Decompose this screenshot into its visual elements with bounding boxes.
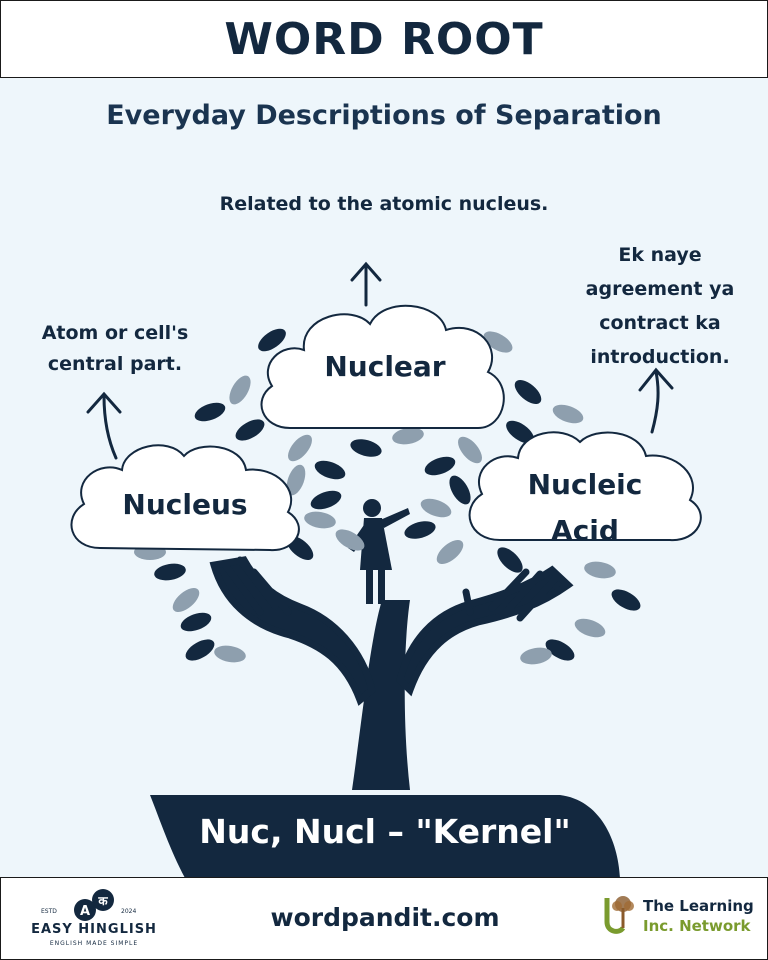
meaning-nucleic-acid: Ek naye agreement ya contract ka introdu… <box>560 238 760 374</box>
leaf <box>392 427 424 445</box>
speech-bubbles-icon: A क <box>74 889 114 921</box>
leaf <box>288 434 312 462</box>
leaf <box>483 331 513 353</box>
word-nucleic-acid: Nucleic Acid <box>490 462 680 554</box>
leaf <box>611 589 641 611</box>
page-title: WORD ROOT <box>224 13 544 65</box>
leaf <box>404 521 436 539</box>
cloud-left <box>70 444 300 552</box>
leaf <box>350 439 382 457</box>
right-hand <box>396 565 574 697</box>
leaf <box>229 375 251 405</box>
learning-inc-text: The Learning Inc. Network <box>643 896 754 936</box>
badge-a: A <box>80 904 90 919</box>
meaning-nucleus: Atom or cell's central part. <box>20 318 210 380</box>
meaning-nucleus-line1: Atom or cell's <box>41 322 189 344</box>
leaf <box>180 612 212 632</box>
arrows <box>86 261 674 460</box>
leaf <box>552 404 584 424</box>
leaf <box>310 490 342 510</box>
meaning-nucleus-line2: central part. <box>47 353 183 375</box>
word-root-label: Nuc, Nucl – "Kernel" <box>199 812 571 851</box>
tree-trunk <box>352 600 410 790</box>
badge-k: क <box>97 894 108 908</box>
leaf <box>214 645 246 663</box>
leaf <box>497 547 523 573</box>
easy-hinglish-logo: A क ESTD 2024 EASY HINGLISH ENGLISH MADE… <box>29 884 159 954</box>
leaf <box>194 402 226 422</box>
learning-inc-line2: Inc. Network <box>643 917 751 935</box>
leaf <box>420 498 452 518</box>
tree-logo-icon <box>604 896 634 934</box>
footer: A क ESTD 2024 EASY HINGLISH ENGLISH MADE… <box>0 877 768 960</box>
leaf <box>514 380 542 404</box>
meaning-nucleic-line3: contract ka <box>599 312 721 334</box>
cloud-right <box>468 431 702 542</box>
leaf <box>545 639 575 661</box>
leaf <box>154 563 186 581</box>
arrow-up-center <box>350 261 382 307</box>
website-link[interactable]: wordpandit.com <box>270 903 500 932</box>
meaning-nuclear: Related to the atomic nucleus. <box>219 193 549 215</box>
arrow-up-left <box>86 391 122 460</box>
leaf <box>258 328 286 352</box>
easy-hinglish-year: 2024 <box>121 908 137 915</box>
leaf <box>449 475 471 505</box>
root-base <box>150 795 620 878</box>
word-nucleus: Nucleus <box>122 488 248 521</box>
meaning-nucleic-line1: Ek naye <box>618 244 702 266</box>
leaf <box>172 588 200 612</box>
leaf <box>584 561 616 579</box>
easy-hinglish-estd: ESTD <box>41 908 57 915</box>
leaf <box>286 464 306 496</box>
leaf <box>304 511 336 529</box>
learning-inc-logo: The Learning Inc. Network <box>601 892 761 942</box>
leaf <box>424 456 456 476</box>
leaf <box>520 647 552 665</box>
easy-hinglish-name: EASY HINGLISH <box>31 922 157 937</box>
word-nucleic-line2: Acid <box>551 514 619 547</box>
left-hand <box>209 556 376 706</box>
child-silhouette <box>348 499 410 604</box>
cloud-center <box>260 304 505 429</box>
header-banner: WORD ROOT <box>0 0 768 78</box>
leaf <box>574 618 606 638</box>
arrow-up-right <box>638 367 674 434</box>
leaf <box>335 529 365 551</box>
word-nucleic-line1: Nucleic <box>527 468 643 501</box>
word-nuclear: Nuclear <box>324 350 446 383</box>
leaf <box>235 419 265 441</box>
leaf <box>506 420 534 444</box>
meaning-nucleic-line4: introduction. <box>590 346 730 368</box>
leaf <box>436 540 464 564</box>
easy-hinglish-tagline: ENGLISH MADE SIMPLE <box>49 940 139 947</box>
leaf <box>458 436 482 464</box>
page-subtitle: Everyday Descriptions of Separation <box>106 100 662 131</box>
leaf <box>185 639 215 661</box>
meaning-nucleic-line2: agreement ya <box>585 278 735 300</box>
learning-inc-line1: The Learning <box>643 897 754 915</box>
leaf <box>314 460 346 480</box>
